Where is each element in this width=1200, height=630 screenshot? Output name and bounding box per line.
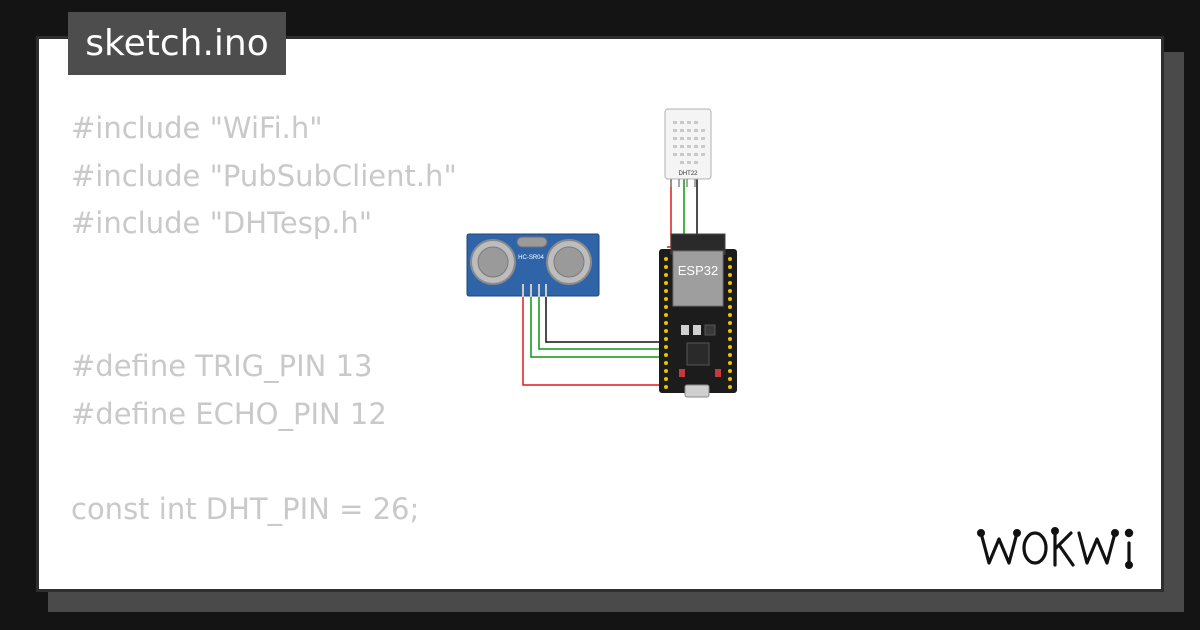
code-line: const int DHT_PIN = 26; [71, 491, 420, 526]
dht22-sensor[interactable]: DHT22 [664, 108, 712, 187]
wire-us-echo [538, 294, 661, 350]
hc-sr04-sensor[interactable]: HC-SR04 [466, 233, 600, 297]
dht22-label: DHT22 [678, 171, 698, 177]
wire-us-gnd [545, 294, 661, 343]
esp32-label: ESP32 [678, 263, 718, 278]
code-line: #define TRIG_PIN 13 [71, 348, 373, 383]
code-preview: #include "WiFi.h" #include "PubSubClient… [71, 105, 457, 589]
preview-card: #include "WiFi.h" #include "PubSubClient… [36, 36, 1164, 592]
wokwi-logo [977, 526, 1134, 569]
esp32-board[interactable]: ESP32 [659, 233, 737, 398]
code-line: DHTesp dhtSensor; [71, 581, 457, 589]
code-line: #include "WiFi.h" [71, 111, 323, 145]
wire-us-vcc [522, 294, 661, 386]
code-line: #define ECHO_PIN 12 [71, 396, 387, 431]
file-tab[interactable]: sketch.ino [68, 12, 286, 75]
circuit-diagram: DHT22 HC-SR04 [466, 108, 737, 398]
hc-sr04-label: HC-SR04 [518, 255, 544, 261]
code-line: #include "DHTesp.h" [71, 206, 373, 241]
wire-us-trig [530, 294, 661, 358]
code-line: #include "PubSubClient.h" [71, 158, 457, 193]
wire-dht-vcc [667, 177, 672, 248]
